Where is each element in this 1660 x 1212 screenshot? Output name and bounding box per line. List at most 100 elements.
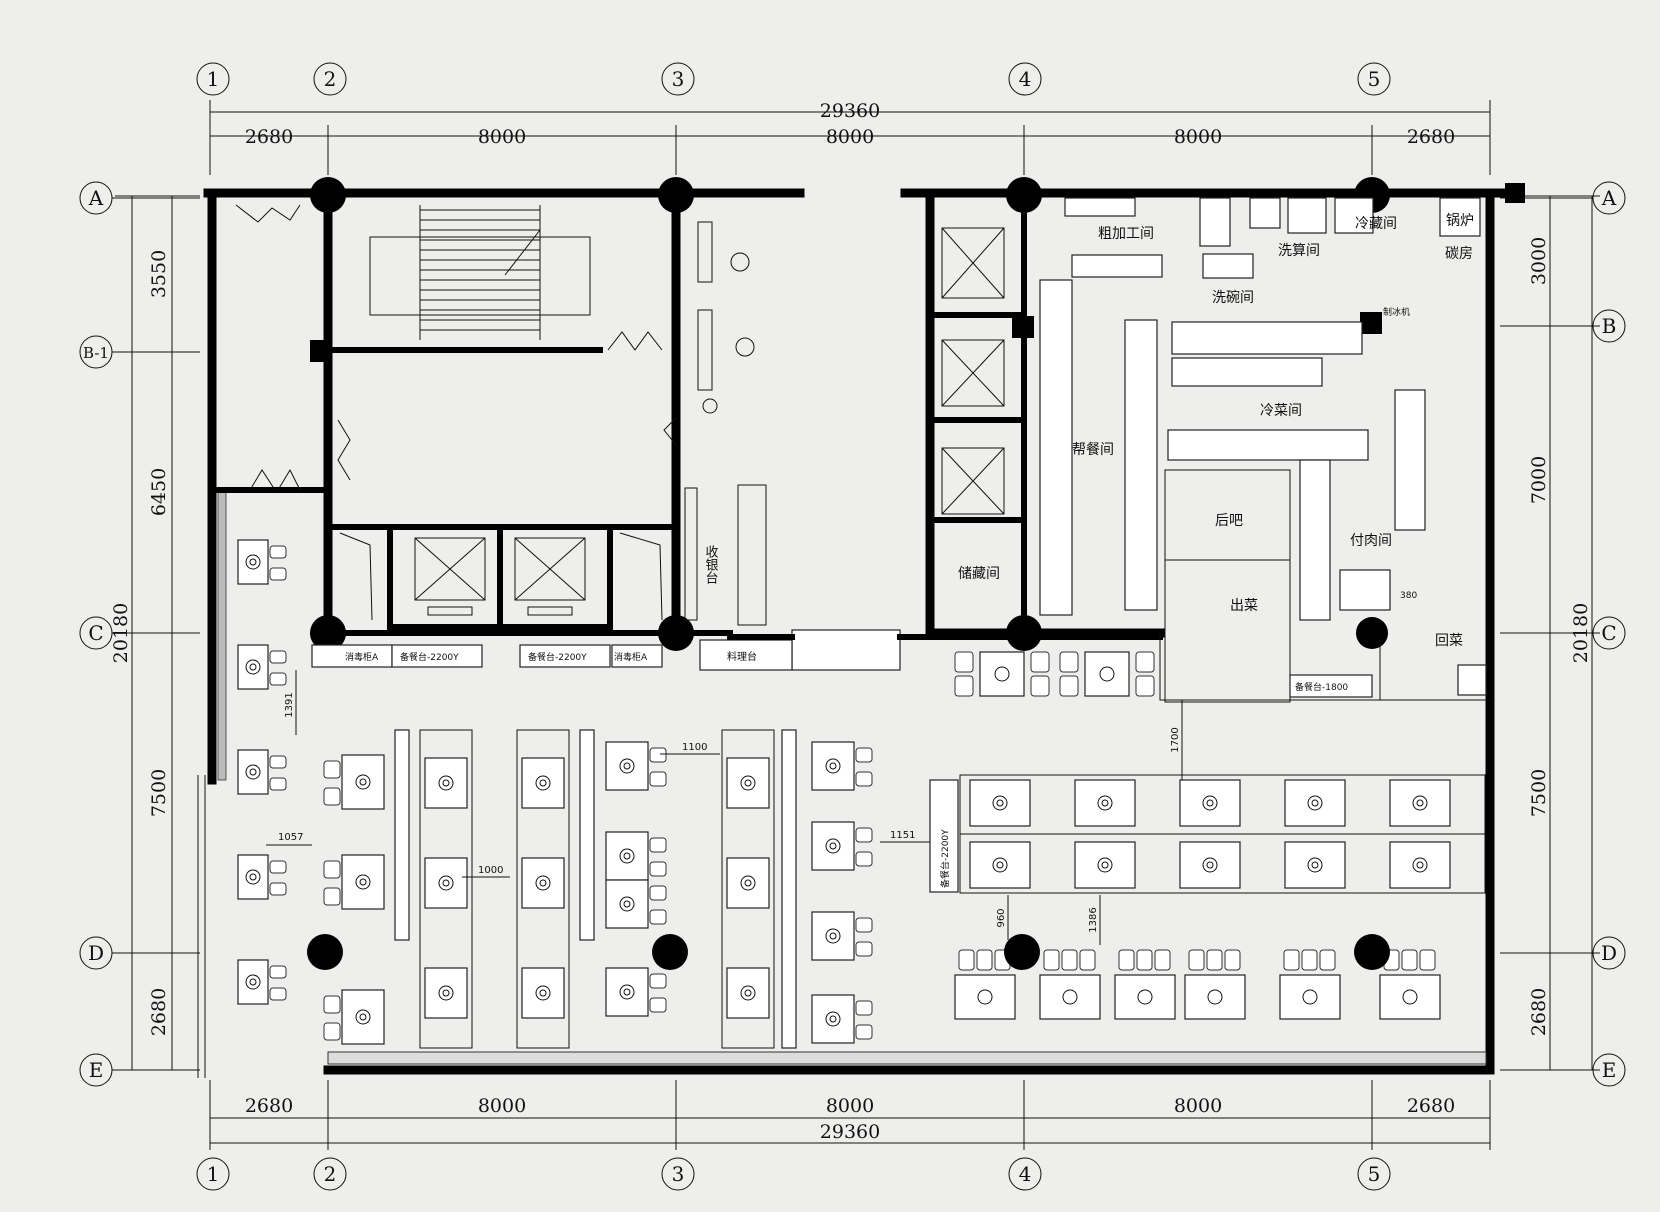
chair: [1401, 949, 1418, 971]
dim-span-bottom-1: 2680: [245, 1095, 293, 1117]
chair: [649, 973, 667, 989]
chair: [855, 771, 873, 787]
dim-span-bottom-3: 8000: [826, 1095, 874, 1117]
hotpot-center: [744, 989, 752, 997]
hotpot-burner-icon: [355, 774, 371, 790]
hotpot-burner-icon: [619, 896, 635, 912]
chair: [958, 949, 975, 971]
hotpot-burner-icon: [1307, 795, 1323, 811]
dim-left-2: 6450: [148, 468, 170, 516]
hotpot-center: [829, 762, 837, 770]
svg-text:B-1: B-1: [83, 344, 109, 362]
dining-table: [605, 879, 649, 929]
hotpot-center: [442, 879, 450, 887]
hotpot-burner-icon: [977, 989, 993, 1005]
chair: [1224, 949, 1241, 971]
chair: [855, 747, 873, 763]
booth-table: [1284, 779, 1346, 827]
dining-table: [605, 831, 649, 881]
chair: [1283, 949, 1300, 971]
hotpot-burner-icon: [438, 875, 454, 891]
hotpot-burner-icon: [619, 758, 635, 774]
hotpot-burner-icon: [1062, 989, 1078, 1005]
hotpot-center: [1416, 861, 1424, 869]
axis-row-a-left: A: [79, 181, 113, 215]
svg-text:2: 2: [324, 67, 337, 91]
hotpot-center: [539, 989, 547, 997]
dim-1386: 1386: [1088, 907, 1099, 932]
hotpot-burner-icon: [535, 985, 551, 1001]
exterior-walls: [197, 183, 1525, 1078]
chair: [649, 997, 667, 1013]
axis-col-3-bottom: 3: [661, 1157, 695, 1191]
label-storage: 储藏间: [958, 566, 1000, 582]
hotpot-burner-icon: [355, 874, 371, 890]
hotpot-center: [1311, 861, 1319, 869]
hotpot-burner-icon: [245, 974, 261, 990]
axis-col-5-bottom: 5: [1357, 1157, 1391, 1191]
svg-text:5: 5: [1368, 67, 1381, 91]
hotpot-burner-icon: [1402, 989, 1418, 1005]
dim-1391: 1391: [284, 692, 295, 717]
hotpot-center: [1416, 799, 1424, 807]
hotpot-burner-icon: [438, 985, 454, 1001]
booth-row: [419, 729, 473, 1049]
booth-table: [424, 967, 468, 1019]
axis-col-2-bottom: 2: [313, 1157, 347, 1191]
hotpot-burner-icon: [245, 869, 261, 885]
dining-dimensions: 1391 1057 1000 1100 1151 1700 960 1386 备…: [266, 670, 1183, 945]
hotpot-center: [1101, 799, 1109, 807]
svg-text:A: A: [1601, 186, 1617, 210]
chair: [1079, 949, 1096, 971]
chair: [323, 860, 341, 879]
dim-total-top: 29360: [820, 100, 880, 122]
hotpot-center: [623, 852, 631, 860]
stair-treads: [420, 209, 541, 331]
chair: [1059, 675, 1079, 697]
hotpot-burner-icon: [1202, 857, 1218, 873]
hotpot-burner-icon: [825, 928, 841, 944]
chair: [1206, 949, 1223, 971]
hotpot-burner-icon: [992, 795, 1008, 811]
dining-table: [1379, 974, 1441, 1020]
axis-col-4-bottom: 4: [1008, 1157, 1042, 1191]
hotpot-center: [249, 768, 257, 776]
dining-table: [811, 741, 855, 791]
hotpot-burner-icon: [1099, 666, 1115, 682]
stair-core: [209, 188, 733, 638]
svg-text:1: 1: [207, 1162, 220, 1186]
chair: [1136, 949, 1153, 971]
hotpot-burner-icon: [245, 764, 261, 780]
svg-text:4: 4: [1019, 1162, 1032, 1186]
axis-bubbles: 1 2 3 4 5 1 2 3 4 5 A B-1 C D E A B C D …: [79, 62, 1626, 1191]
label-rough-processing: 粗加工间: [1098, 226, 1154, 242]
chair: [954, 675, 974, 697]
dining-table: [1039, 974, 1101, 1020]
chair: [269, 777, 287, 791]
chair: [323, 787, 341, 806]
booth-table: [424, 757, 468, 809]
hotpot-burner-icon: [1097, 795, 1113, 811]
dining-table: [341, 854, 385, 910]
kitchen-counters: 备餐台-1800: [1039, 197, 1487, 698]
chair: [954, 651, 974, 673]
chair: [1301, 949, 1318, 971]
hotpot-burner-icon: [355, 1009, 371, 1025]
chair: [1419, 949, 1436, 971]
booth-row: [516, 729, 570, 1049]
chair: [649, 771, 667, 787]
dim-span-top-4: 8000: [1174, 126, 1222, 148]
dim-span-top-2: 8000: [478, 126, 526, 148]
dim-right-2: 7000: [1528, 456, 1550, 504]
hotpot-burner-icon: [740, 985, 756, 1001]
chair: [323, 1022, 341, 1041]
hotpot-center: [249, 978, 257, 986]
chair: [855, 941, 873, 957]
dim-1057: 1057: [278, 832, 303, 843]
dim-1100: 1100: [682, 742, 707, 753]
hotpot-burner-icon: [1207, 989, 1223, 1005]
dining-table: [237, 644, 269, 690]
hotpot-burner-icon: [1097, 857, 1113, 873]
dim-span-bottom-4: 8000: [1174, 1095, 1222, 1117]
chair: [323, 887, 341, 906]
